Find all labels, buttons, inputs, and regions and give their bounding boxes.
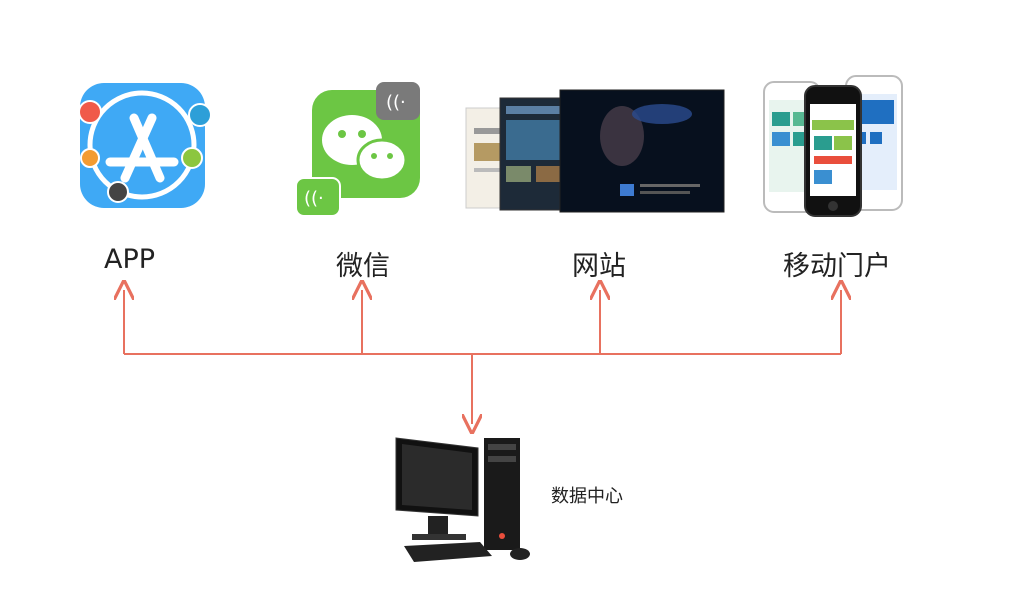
- desktop-computer-icon: [392, 432, 552, 572]
- target-label-website: 网站: [572, 251, 626, 282]
- source-label: 数据中心: [551, 486, 623, 507]
- target-label-mobile: 移动门户: [783, 251, 891, 282]
- wechat-icon: ((· ((·: [290, 82, 430, 222]
- svg-text:((·: ((·: [304, 188, 324, 209]
- svg-text:((·: ((·: [386, 92, 406, 113]
- app-store-icon: [70, 80, 225, 215]
- mobile-phones-icon: [760, 72, 910, 222]
- target-label-wechat: 微信: [336, 251, 390, 282]
- website-screens-icon: [462, 88, 727, 216]
- target-label-app: APP: [104, 244, 156, 275]
